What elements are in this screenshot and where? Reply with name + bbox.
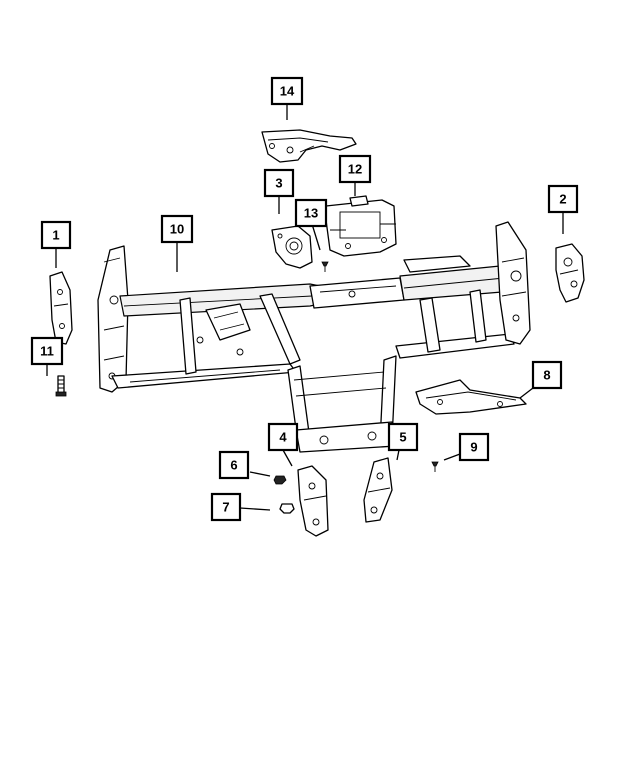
part-3-bracket [271,225,313,269]
part-12-bracket [325,195,397,257]
part-14-bracket [261,129,357,163]
callout-4: 4 [267,422,299,452]
callout-3: 3 [263,168,295,198]
callout-3-label: 3 [275,176,282,191]
part-7-nut [279,503,295,514]
callout-4-label: 4 [279,430,287,445]
part-9-screw [431,461,439,472]
callout-14: 14 [270,76,304,106]
callout-12-label: 12 [348,162,362,177]
part-13-screw [321,261,329,272]
callout-13-label: 13 [304,206,318,221]
callout-5-label: 5 [399,430,406,445]
callout-8-label: 8 [543,368,550,383]
callout-9-label: 9 [470,440,477,455]
callout-12: 12 [338,154,372,184]
callout-2-label: 2 [559,192,566,207]
callout-1: 1 [40,220,72,250]
callout-10: 10 [160,214,194,244]
part-4-support [297,465,329,537]
callout-6-label: 6 [230,458,237,473]
callout-2: 2 [547,184,579,214]
callout-10-label: 10 [170,222,184,237]
callout-11: 11 [30,336,64,366]
part-2-bracket [555,243,585,303]
callout-1-label: 1 [52,228,59,243]
leader-lines [46,104,564,511]
part-8-tray [415,379,527,415]
part-11-bolt [55,375,67,397]
callout-8: 8 [531,360,563,390]
callout-5: 5 [387,422,419,452]
callout-6: 6 [218,450,250,480]
part-5-support [363,457,393,523]
callout-14-label: 14 [280,84,295,99]
callout-11-label: 11 [40,344,54,359]
callout-7-label: 7 [222,500,229,515]
callout-9: 9 [458,432,490,462]
part-6-nut [273,475,287,485]
callout-7: 7 [210,492,242,522]
part-1-bracket [49,271,73,345]
callout-13: 13 [294,198,328,228]
cross-car-beam [97,221,531,453]
